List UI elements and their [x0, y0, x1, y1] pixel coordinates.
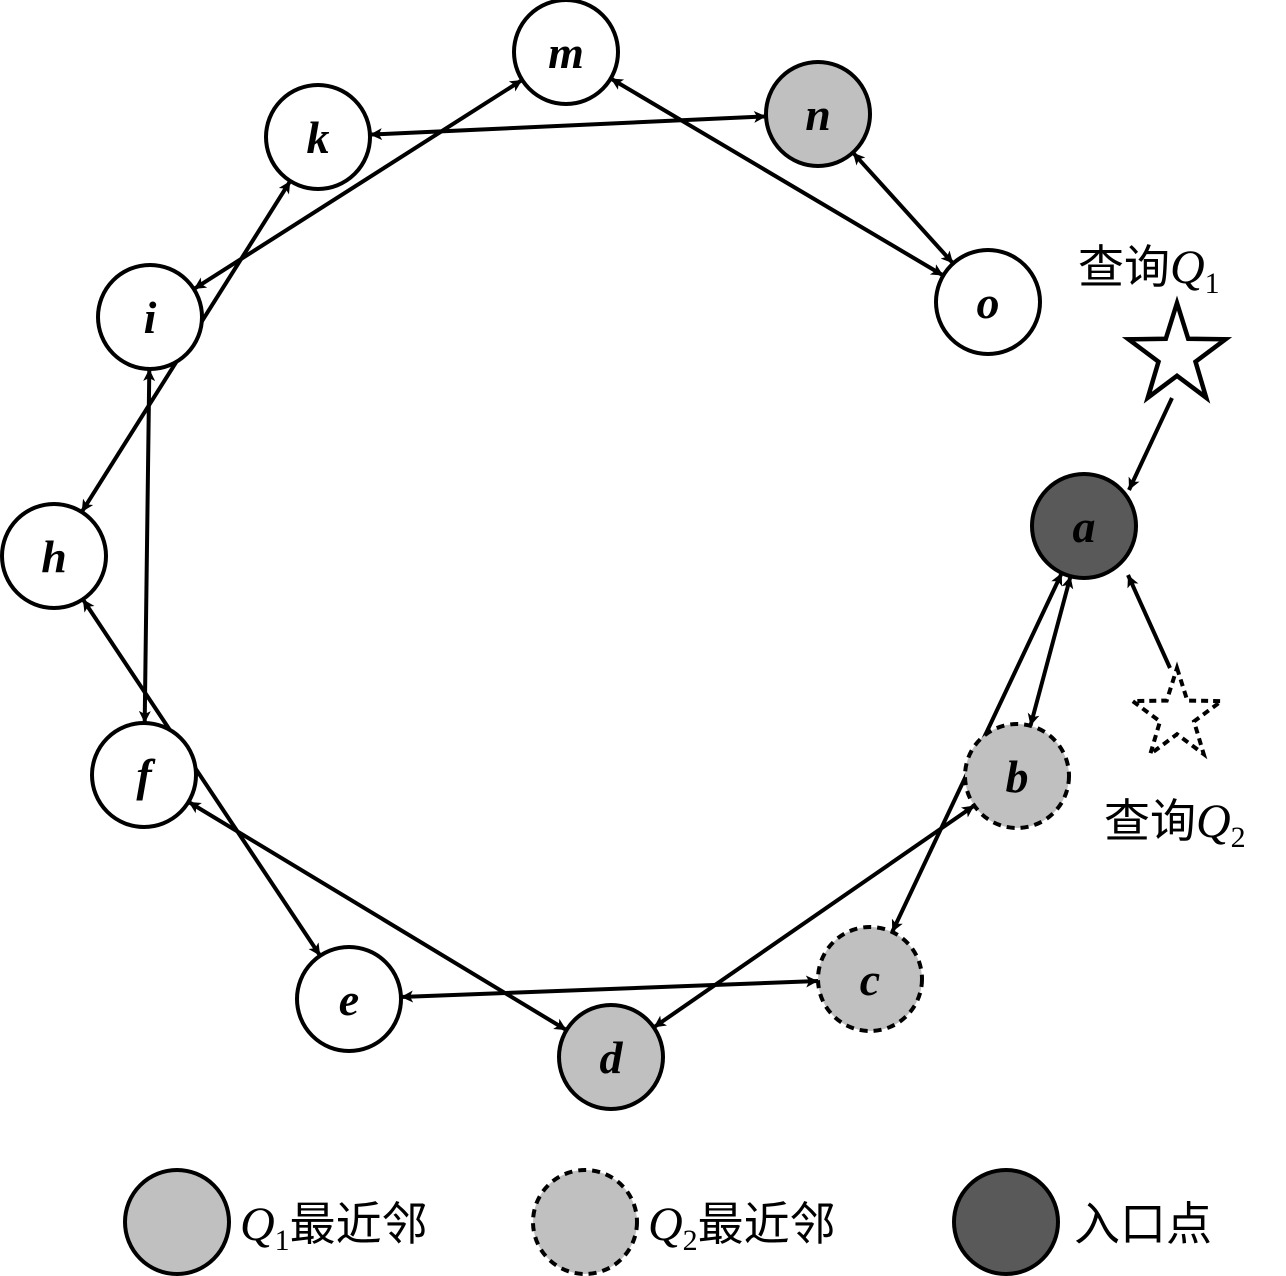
- edge-k-n: [369, 110, 767, 141]
- node-h: h: [0, 502, 108, 610]
- legend-label-q2-neighbor: Q2最近邻: [648, 1197, 836, 1257]
- legend-q2-text: 最近邻: [698, 1197, 836, 1251]
- node-i-circle: [96, 263, 204, 371]
- node-h-label: h: [41, 531, 67, 582]
- query-q2-subscript: 2: [1231, 821, 1246, 854]
- node-c: c: [816, 925, 924, 1033]
- node-e-circle: [295, 945, 403, 1053]
- legend-label-entry: 入口点: [1074, 1197, 1212, 1251]
- query-q1: 查询Q1: [1078, 240, 1233, 491]
- edge-f-i: [138, 368, 156, 724]
- graph-edges: [80, 76, 1074, 1032]
- query-q2-label: 查询Q2: [1104, 794, 1246, 854]
- legend-q1-symbol: Q: [240, 1198, 275, 1251]
- query-q1-arrow: [1127, 397, 1174, 491]
- query-q2-symbol: Q: [1196, 795, 1231, 848]
- node-n: n: [764, 60, 872, 168]
- edge-n-o: [851, 151, 955, 265]
- node-k-circle: [264, 83, 372, 191]
- edge-e-h: [81, 598, 322, 957]
- node-i: i: [96, 263, 204, 371]
- legend-item-entry: 入口点: [952, 1168, 1212, 1276]
- node-o: o: [934, 248, 1042, 356]
- legend-item-q1-neighbor: Q1最近邻: [123, 1168, 428, 1276]
- query-q1-star-icon: [1121, 295, 1233, 404]
- query-q1-subscript: 1: [1205, 267, 1220, 300]
- query-q1-prefix: 查询: [1078, 240, 1170, 294]
- node-m: m: [512, 0, 620, 106]
- node-h-circle: [0, 502, 108, 610]
- node-d-label: d: [600, 1032, 624, 1083]
- node-b: b: [963, 722, 1071, 830]
- legend-swatch-q2-neighbor: [531, 1168, 639, 1276]
- node-b-circle: [963, 722, 1071, 830]
- node-e: e: [295, 945, 403, 1053]
- legend-q1-text: 最近邻: [290, 1197, 428, 1251]
- legend-swatch-entry: [952, 1168, 1060, 1276]
- graph-nodes: a b c d e f h i k m n o: [0, 0, 1138, 1111]
- legend-entry-text: 入口点: [1074, 1197, 1212, 1251]
- query-q2: 查询Q2: [1104, 574, 1246, 854]
- legend-item-q2-neighbor: Q2最近邻: [531, 1168, 836, 1276]
- legend-label-q1-neighbor: Q1最近邻: [240, 1197, 428, 1257]
- query-q1-symbol: Q: [1170, 241, 1205, 294]
- query-q1-label: 查询Q1: [1078, 240, 1220, 300]
- legend-swatch-q1-neighbor: [123, 1168, 231, 1276]
- node-e-label: e: [339, 974, 359, 1025]
- legend-q2-symbol: Q: [648, 1198, 683, 1251]
- node-n-circle: [764, 60, 872, 168]
- node-o-circle: [934, 248, 1042, 356]
- node-c-label: c: [860, 954, 880, 1005]
- query-q2-star-icon: [1126, 661, 1228, 760]
- node-a-circle: [1030, 472, 1138, 580]
- node-i-label: i: [144, 292, 157, 343]
- legend-q2-subscript: 2: [683, 1224, 698, 1257]
- query-q2-prefix: 查询: [1104, 794, 1196, 848]
- edge-b-d: [652, 803, 976, 1030]
- node-a: a: [1030, 472, 1138, 580]
- node-k-label: k: [307, 112, 330, 163]
- legend: Q1最近邻 Q2最近邻 入口点: [123, 1168, 1212, 1276]
- node-d: d: [557, 1003, 665, 1111]
- legend-q1-subscript: 1: [275, 1224, 290, 1257]
- node-d-circle: [557, 1003, 665, 1111]
- query-q2-arrow: [1126, 574, 1172, 669]
- node-m-label: m: [548, 27, 584, 78]
- node-m-circle: [512, 0, 620, 106]
- node-f-label: f: [136, 750, 156, 801]
- node-n-label: n: [805, 89, 831, 140]
- node-k: k: [264, 83, 372, 191]
- node-c-circle: [816, 925, 924, 1033]
- node-b-label: b: [1006, 751, 1029, 802]
- node-f-circle: [90, 721, 198, 829]
- node-a-label: a: [1073, 501, 1096, 552]
- node-o-label: o: [977, 277, 1000, 328]
- node-f: f: [90, 721, 198, 829]
- edge-c-e: [400, 975, 819, 1003]
